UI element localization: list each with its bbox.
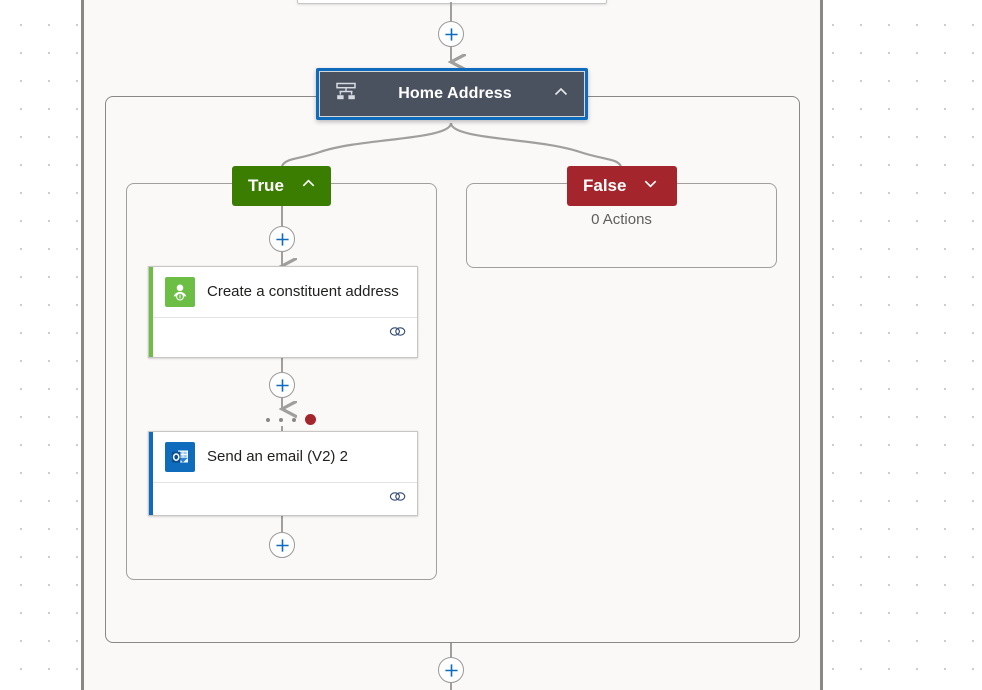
chevron-down-icon[interactable] — [642, 175, 659, 197]
action-card-create-constituent-address[interactable]: Create a constituent address — [148, 266, 418, 358]
add-action-button-true-between[interactable] — [269, 372, 295, 398]
run-after-status-dots[interactable] — [266, 414, 316, 425]
chevron-up-icon[interactable] — [552, 83, 570, 106]
condition-branch-icon — [334, 80, 358, 109]
run-after-dot — [279, 417, 283, 422]
action-card-title: Send an email (V2) 2 — [207, 448, 348, 466]
run-after-dot — [292, 417, 296, 422]
link-icon[interactable] — [388, 489, 407, 509]
run-after-dot — [266, 417, 270, 422]
outlook-icon — [165, 442, 195, 472]
action-card-title: Create a constituent address — [207, 283, 399, 301]
chevron-up-icon[interactable] — [300, 175, 317, 197]
add-action-button-true-first[interactable] — [269, 226, 295, 252]
lane-rail-left — [81, 0, 84, 690]
branch-label-true: True — [248, 176, 284, 195]
action-card-send-an-email[interactable]: Send an email (V2) 2 — [148, 431, 418, 516]
false-branch-empty-label: 0 Actions — [591, 211, 652, 228]
run-after-dot-error — [305, 414, 316, 425]
lane-rail-right — [820, 0, 823, 690]
condition-node-title: Home Address — [398, 85, 512, 102]
branch-label-false: False — [583, 176, 627, 195]
link-icon[interactable] — [388, 324, 407, 344]
card-accent-bar — [149, 432, 153, 515]
previous-action-card-partial[interactable] — [297, 0, 607, 4]
add-action-button-above-condition[interactable] — [438, 21, 464, 47]
add-action-button-true-last[interactable] — [269, 532, 295, 558]
condition-node-home-address[interactable]: Home Address — [316, 68, 588, 120]
blackbaud-constituent-icon — [165, 277, 195, 307]
branch-header-false[interactable]: False — [567, 166, 677, 206]
card-accent-bar — [149, 267, 153, 357]
add-action-button-after-condition[interactable] — [438, 657, 464, 683]
branch-header-true[interactable]: True — [232, 166, 331, 206]
